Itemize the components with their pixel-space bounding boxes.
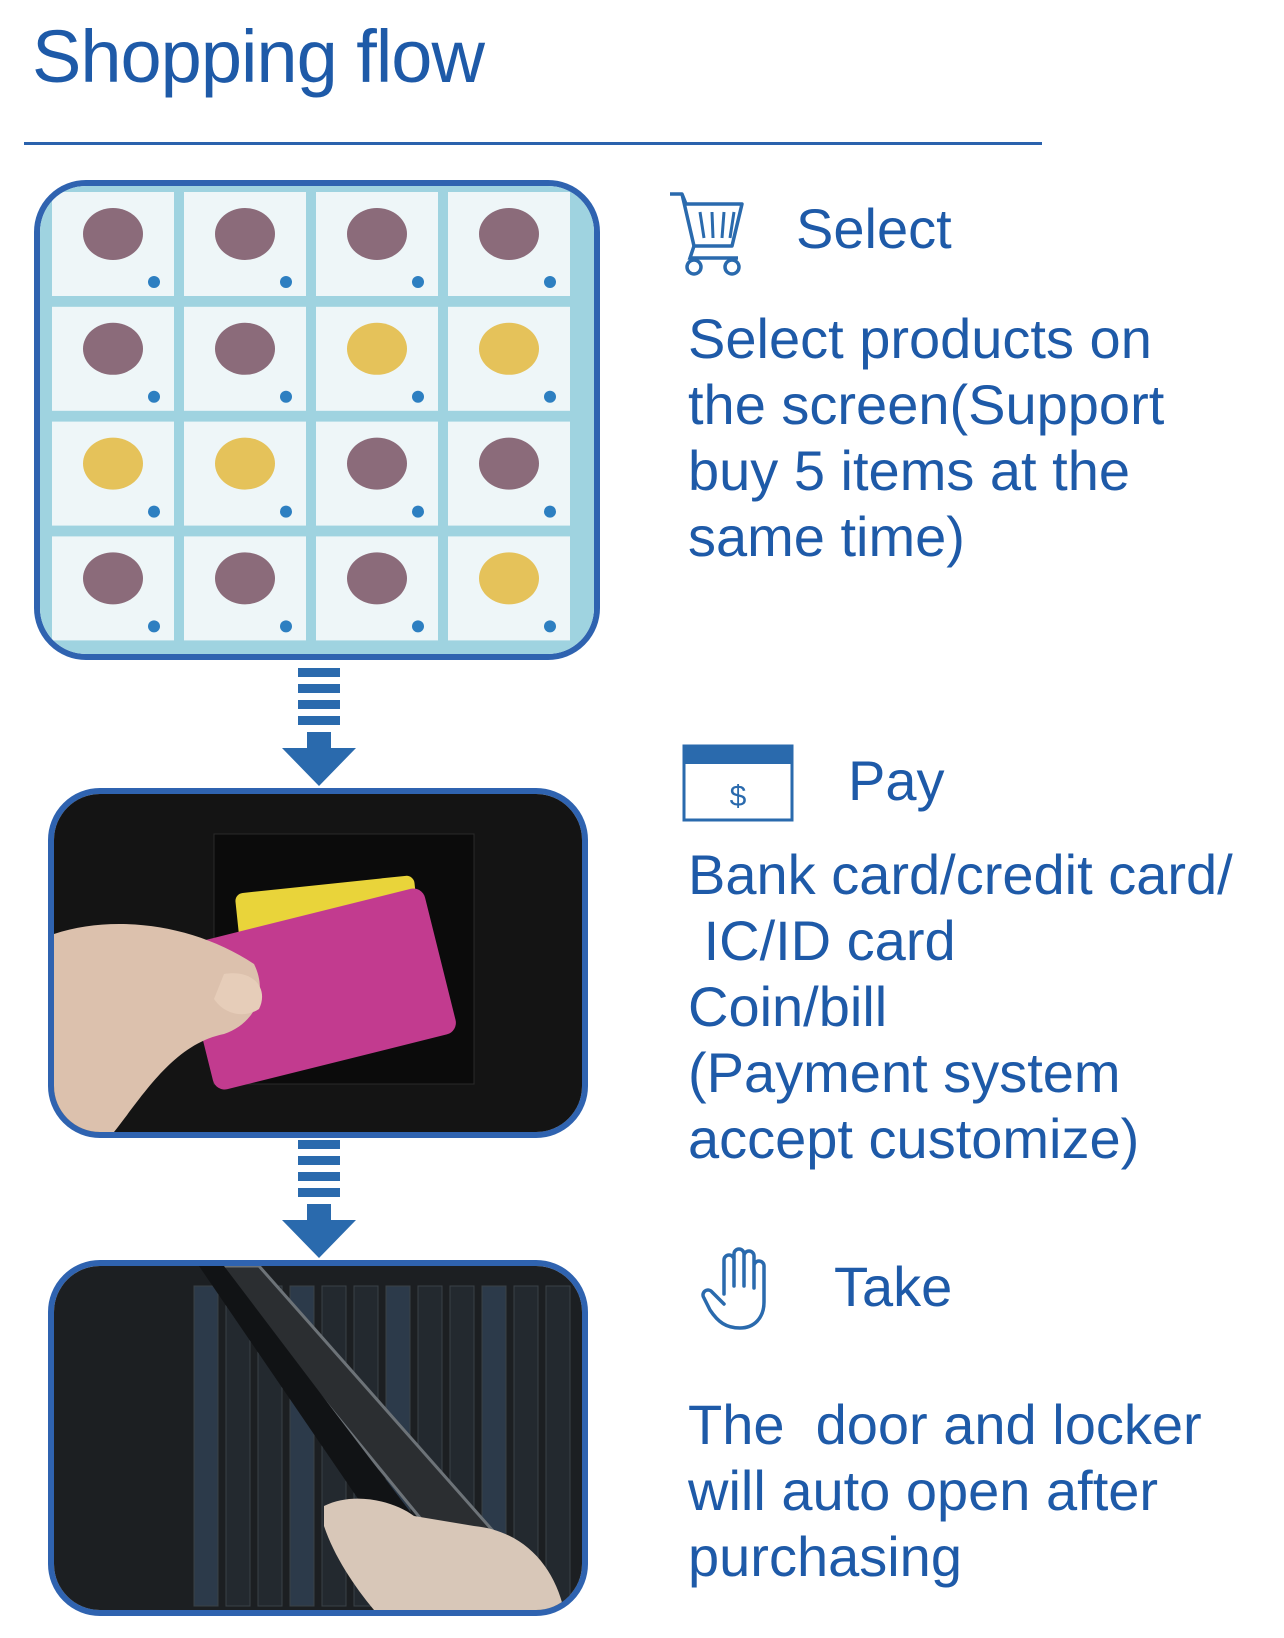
flow-arrow-down-icon <box>282 668 356 786</box>
step-description-pay: Bank card/credit card/ IC/ID card Coin/b… <box>688 843 1233 1170</box>
pay-step-photo <box>48 788 588 1138</box>
noodle-cup <box>83 552 143 605</box>
noodle-cup <box>479 437 539 490</box>
dollar-card-icon: $ <box>682 744 794 822</box>
add-dot <box>412 505 424 518</box>
title-divider <box>24 142 1042 145</box>
shopping-cart-icon <box>670 192 744 276</box>
add-dot <box>148 390 160 403</box>
add-dot <box>412 390 424 403</box>
product-grid-image <box>40 186 594 654</box>
add-dot <box>280 505 292 518</box>
hand-icon <box>701 1247 766 1330</box>
noodle-cup <box>479 552 539 605</box>
noodle-cup <box>215 437 275 490</box>
step-label-pay: Pay <box>848 749 945 812</box>
locker-column <box>225 1285 251 1607</box>
add-dot <box>544 390 556 403</box>
locker-column <box>193 1285 219 1607</box>
step-label-take: Take <box>834 1255 953 1318</box>
add-dot <box>412 276 424 288</box>
select-step-photo <box>34 180 600 660</box>
noodle-cup <box>347 208 407 260</box>
step-description-take: The door and locker will auto open after… <box>688 1393 1202 1588</box>
noodle-cup <box>347 552 407 605</box>
noodle-cup <box>215 322 275 375</box>
page-title: Shopping flow <box>32 15 485 98</box>
noodle-cup <box>83 437 143 490</box>
noodle-cup <box>479 208 539 260</box>
locker-column <box>545 1285 571 1607</box>
add-dot <box>148 276 160 288</box>
add-dot <box>544 620 556 633</box>
flow-arrow-down-icon <box>282 1140 356 1258</box>
noodle-cup <box>83 208 143 260</box>
add-dot <box>280 390 292 403</box>
add-dot <box>544 505 556 518</box>
add-dot <box>148 620 160 633</box>
add-dot <box>412 620 424 633</box>
noodle-cup <box>479 322 539 375</box>
locker-door-image <box>54 1266 582 1610</box>
step-description-select: Select products on the screen(Support bu… <box>688 307 1165 568</box>
take-step-photo <box>48 1260 588 1616</box>
noodle-cup <box>347 322 407 375</box>
add-dot <box>544 276 556 288</box>
noodle-cup <box>215 552 275 605</box>
noodle-cup <box>215 208 275 260</box>
add-dot <box>280 620 292 633</box>
step-label-select: Select <box>796 197 952 260</box>
add-dot <box>148 505 160 518</box>
card-payment-image <box>54 794 582 1132</box>
noodle-cup <box>83 322 143 375</box>
noodle-cup <box>347 437 407 490</box>
add-dot <box>280 276 292 288</box>
svg-text:$: $ <box>730 780 747 813</box>
